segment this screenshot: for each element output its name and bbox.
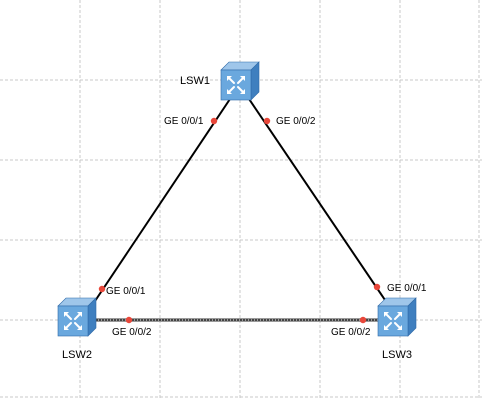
link-lsw1-lsw2[interactable] [88, 95, 233, 311]
device-label-lsw3: LSW3 [382, 349, 412, 361]
port-dot-lsw1-ge001 [210, 117, 218, 125]
switch-lsw1[interactable]: LSW1 [180, 61, 260, 101]
layer3-switch-icon [57, 297, 97, 337]
switch-lsw3[interactable]: LSW3 [377, 297, 417, 361]
port-label-lsw2-ge001: GE 0/0/1 [106, 286, 146, 297]
port-label-lsw3-ge002: GE 0/0/2 [331, 327, 371, 338]
port-dot-lsw2-ge002 [125, 316, 133, 324]
port-label-lsw3-ge001: GE 0/0/1 [387, 283, 427, 294]
port-label-lsw1-ge002: GE 0/0/2 [276, 116, 316, 127]
port-dot-lsw2-ge001 [98, 285, 106, 293]
layer3-switch-icon [377, 297, 417, 337]
port-label-lsw1-ge001: GE 0/0/1 [164, 116, 204, 127]
device-label-lsw2: LSW2 [62, 349, 92, 361]
layer3-switch-icon [220, 61, 260, 101]
port-dot-lsw1-ge002 [263, 117, 271, 125]
link-lsw1-lsw3[interactable] [246, 95, 386, 301]
port-label-lsw2-ge002: GE 0/0/2 [112, 327, 152, 338]
port-dot-lsw3-ge002 [359, 316, 367, 324]
port-dot-lsw3-ge001 [373, 283, 381, 291]
device-label-lsw1: LSW1 [180, 75, 210, 87]
switch-lsw2[interactable]: LSW2 [57, 297, 97, 361]
